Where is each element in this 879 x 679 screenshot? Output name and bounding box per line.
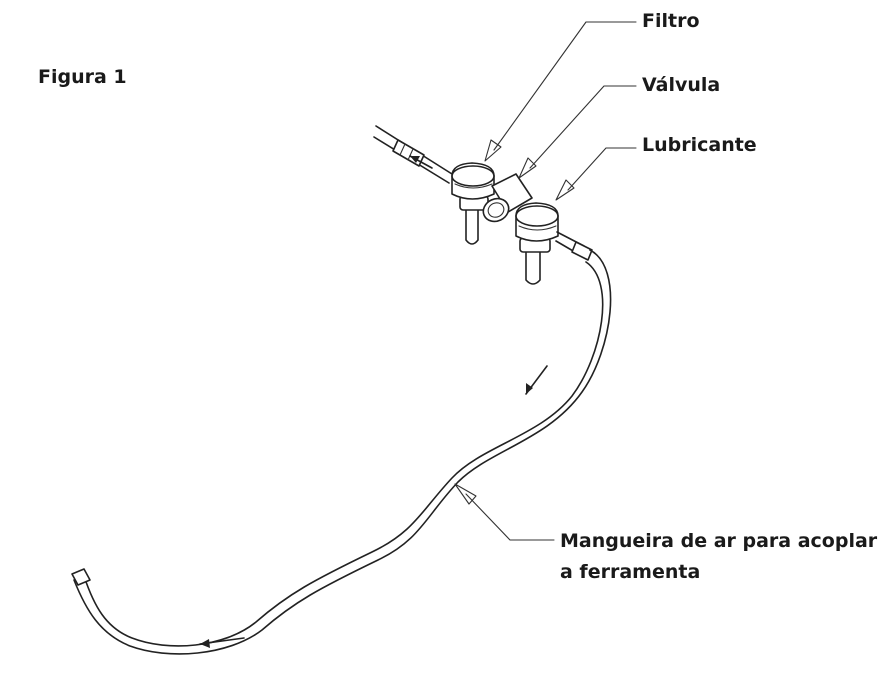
inlet-hose xyxy=(373,125,453,184)
leader-hose xyxy=(454,483,555,541)
lubricator-unit xyxy=(515,202,559,285)
valve-unit xyxy=(482,173,533,223)
outlet-coupling xyxy=(555,231,593,261)
label-hose: Mangueira de ar para acoplar a ferrament… xyxy=(560,526,877,588)
leader-filtro xyxy=(484,21,637,162)
figure-title: Figura 1 xyxy=(38,66,127,88)
leader-lubricante xyxy=(555,147,637,201)
leader-valvula xyxy=(518,85,637,179)
label-hose-line1: Mangueira de ar para acoplar xyxy=(560,530,878,552)
flow-arrow-icon xyxy=(409,155,433,169)
label-lubricante: Lubricante xyxy=(642,134,757,156)
flow-arrow-icon xyxy=(525,365,548,395)
air-hose xyxy=(71,249,612,655)
flow-arrow-icon xyxy=(199,637,245,648)
label-valvula: Válvula xyxy=(642,74,721,96)
label-hose-line2: a ferramenta xyxy=(560,561,701,583)
filter-unit xyxy=(451,162,495,245)
label-filtro: Filtro xyxy=(642,10,700,32)
